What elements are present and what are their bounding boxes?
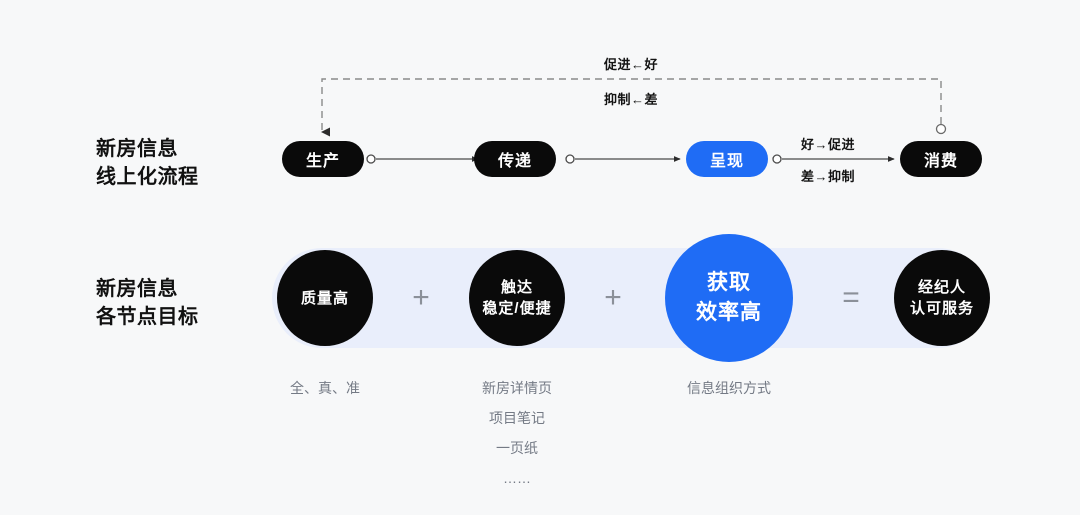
- connector-presentation-to-consumption: [772, 154, 895, 164]
- goals-band-background: [272, 248, 988, 348]
- caption-reach-line4: ……: [503, 470, 531, 486]
- goal-node-agent-service-line1: 经纪人: [917, 279, 966, 296]
- goal-node-quality[interactable]: 质量高: [277, 250, 373, 346]
- row-title-flow-line2: 线上化流程: [96, 166, 199, 188]
- goal-node-acquisition-line2: 效率高: [696, 301, 762, 324]
- feedback-label-promote-good: 促进←好: [603, 57, 658, 72]
- feedback-label-inhibit-bad: 抑制←差: [603, 92, 658, 107]
- goal-node-reach-line2: 稳定/便捷: [482, 300, 552, 317]
- edge-label-bad-inhibits: 差→抑制: [801, 169, 856, 184]
- row-title-flow-line1: 新房信息: [96, 138, 178, 160]
- goal-node-agent-service-line2: 认可服务: [909, 300, 974, 317]
- goal-node-agent-service[interactable]: 经纪人 认可服务: [894, 250, 990, 346]
- operator-equals: =: [842, 281, 860, 314]
- flow-node-consumption-label: 消费: [923, 153, 958, 170]
- flow-node-presentation-label: 呈现: [709, 153, 744, 170]
- operator-plus-2: +: [604, 281, 622, 314]
- caption-reach-line1: 新房详情页: [482, 380, 552, 396]
- goal-node-acquisition-line1: 获取: [707, 271, 751, 294]
- row-title-flow: 新房信息 线上化流程: [96, 135, 199, 191]
- flow-node-delivery-label: 传递: [497, 153, 532, 170]
- goal-node-reach[interactable]: 触达 稳定/便捷: [469, 250, 565, 346]
- connector-delivery-to-presentation: [565, 154, 681, 164]
- flow-node-production[interactable]: 生产: [282, 141, 364, 177]
- flow-node-presentation[interactable]: 呈现: [686, 141, 768, 177]
- flow-node-delivery[interactable]: 传递: [474, 141, 556, 177]
- edge-label-good-promotes: 好→促进: [801, 137, 856, 152]
- goal-node-quality-line1: 质量高: [300, 289, 349, 307]
- goal-node-acquisition[interactable]: 获取 效率高: [665, 234, 793, 362]
- row-title-goals-line1: 新房信息: [96, 278, 178, 300]
- connector-production-to-delivery: [366, 154, 479, 164]
- caption-reach: 新房详情页 项目笔记 一页纸 ……: [482, 373, 552, 493]
- flow-node-consumption[interactable]: 消费: [900, 141, 982, 177]
- goal-node-reach-line1: 触达: [500, 279, 533, 296]
- flow-node-production-label: 生产: [305, 153, 340, 170]
- row-title-goals: 新房信息 各节点目标: [96, 275, 199, 331]
- row-title-goals-line2: 各节点目标: [96, 306, 199, 328]
- caption-quality: 全、真、准: [290, 373, 360, 403]
- operator-plus-1: +: [412, 281, 430, 314]
- caption-reach-line2: 项目笔记: [489, 410, 545, 426]
- caption-acquisition: 信息组织方式: [687, 373, 771, 403]
- caption-reach-line3: 一页纸: [496, 440, 538, 456]
- caption-quality-line1: 全、真、准: [290, 380, 360, 396]
- caption-acquisition-line1: 信息组织方式: [687, 380, 771, 396]
